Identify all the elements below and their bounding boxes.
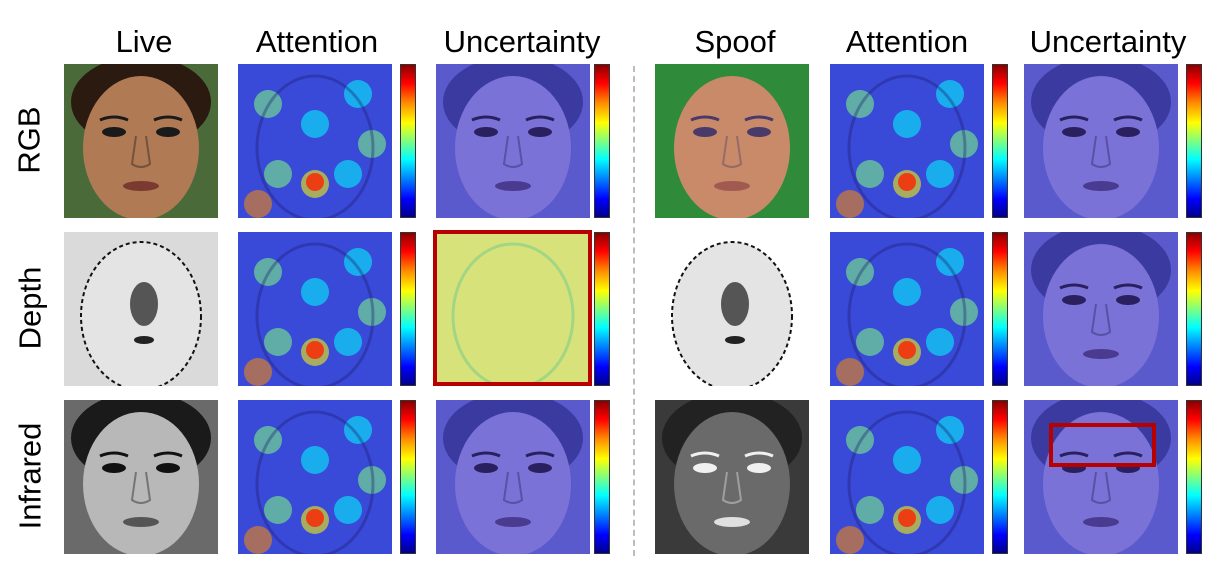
image-depth-live — [64, 232, 218, 386]
image-rgb-attention-live — [238, 64, 392, 218]
colorbar-rgb-3 — [1186, 64, 1202, 218]
image-depth-attention-live — [238, 232, 392, 386]
image-depth-uncertainty-spoof — [1024, 232, 1178, 386]
image-infrared-live — [64, 400, 218, 554]
highlight-box-infrared-eyes — [1049, 423, 1156, 467]
col-header-spoof: Spoof — [694, 24, 776, 59]
image-infrared-attention-spoof — [830, 400, 984, 554]
colorbar-rgb-1 — [594, 64, 610, 218]
colorbar-infrared-2 — [992, 400, 1008, 554]
colorbar-infrared-1 — [594, 400, 610, 554]
col-header-uncertainty-spoof: Uncertainty — [1029, 24, 1187, 59]
image-rgb-uncertainty-spoof — [1024, 64, 1178, 218]
col-header-live: Live — [115, 24, 173, 59]
image-rgb-live — [64, 64, 218, 218]
colorbar-rgb-2 — [992, 64, 1008, 218]
col-header-uncertainty-live: Uncertainty — [443, 24, 601, 59]
colorbar-depth-0 — [400, 232, 416, 386]
image-depth-uncertainty-live — [436, 232, 590, 386]
row-label-depth: Depth — [12, 266, 48, 350]
row-label-infrared: Infrared — [12, 422, 47, 530]
colorbar-depth-3 — [1186, 232, 1202, 386]
image-rgb-spoof — [655, 64, 809, 218]
image-depth-spoof — [655, 232, 809, 386]
row-label-rgb: RGB — [12, 106, 47, 174]
image-infrared-spoof — [655, 400, 809, 554]
colorbar-depth-2 — [992, 232, 1008, 386]
image-rgb-uncertainty-live — [436, 64, 590, 218]
highlight-box-depth-uncertainty — [433, 230, 592, 386]
col-header-attention-spoof: Attention — [845, 24, 969, 59]
image-infrared-uncertainty-live — [436, 400, 590, 554]
image-infrared-attention-live — [238, 400, 392, 554]
col-header-attention-live: Attention — [255, 24, 379, 59]
live-spoof-divider — [633, 66, 635, 556]
colorbar-depth-1 — [594, 232, 610, 386]
colorbar-infrared-0 — [400, 400, 416, 554]
colorbar-rgb-0 — [400, 64, 416, 218]
image-depth-attention-spoof — [830, 232, 984, 386]
image-rgb-attention-spoof — [830, 64, 984, 218]
colorbar-infrared-3 — [1186, 400, 1202, 554]
